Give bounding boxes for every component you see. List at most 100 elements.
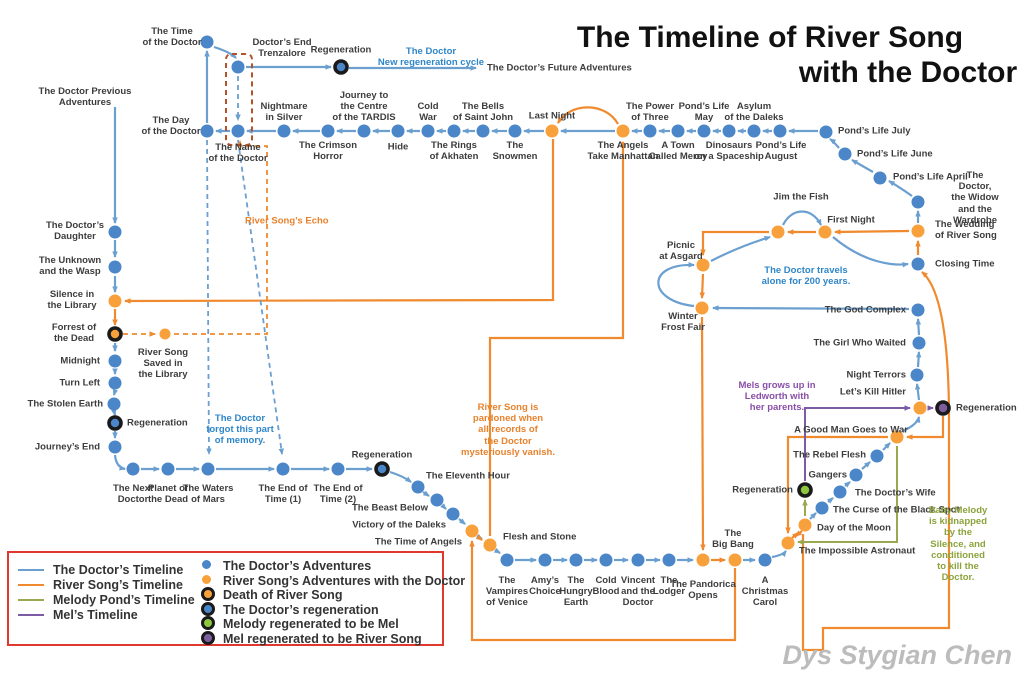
edge-d-36 [915,318,922,336]
edge-d-28 [809,512,817,520]
timeline-nodes [107,35,951,567]
label-pond-s-life-june: Pond’s Life June [857,148,933,160]
node-the-snowmen [508,124,522,138]
legend-line-label-r: River Song’s Timeline [53,578,183,592]
node-jim-the-fish [771,225,785,239]
node-a-town-called-mercy [671,124,685,138]
edge-r-71 [557,106,619,125]
label-the-beast-below: The Beast Below [351,502,428,514]
legend-dot-label-o: River Song’s Adventures with the Doctor [223,573,466,588]
node-cold-war [421,124,435,138]
label-first-night: First Night [827,214,875,226]
node-cold-blood [599,553,613,567]
node-regeneration-mel-to-river [935,400,951,416]
edge-d-35 [915,351,922,368]
page-title-line2: with the Doctor [798,56,1018,89]
label-the-doctor: The Doctor forgot this part of memory. [206,413,274,447]
label-doctor-s-end: Doctor’s End Trenzalore [252,36,312,59]
node-vincent-and-the-doctor [631,553,645,567]
legend-dot-swatch-b [202,560,211,569]
label-jim-the-fish: Jim the Fish [773,191,829,203]
legend-line-sample-r [18,584,44,587]
label-a-town: A Town Called Mercy [648,139,708,162]
node-midnight [108,354,122,368]
label-picnic: Picnic at Asgard [659,239,703,262]
node-the-day-of-the-doctor [200,124,214,138]
node-first-night [818,225,832,239]
edge-m-86 [797,446,898,545]
label-the-rebel-flesh: The Rebel Flesh [793,449,866,461]
label-the-waters: The Waters of Mars [182,482,234,505]
node-flesh-and-stone [483,538,497,552]
label-turn-left: Turn Left [59,377,100,389]
node-dinosaurs-on-a-spaceship [722,124,736,138]
node-lets-kill-hitler [913,401,927,415]
label-let-s-kill-hitler: Let’s Kill Hitler [839,386,906,398]
label-the-crimson: The Crimson Horror [298,139,358,162]
node-a-good-man-goes-to-war [890,430,904,444]
node-journeys-end [108,440,122,454]
label-pond-s-life-july: Pond’s Life July [838,125,911,137]
node-the-impossible-astronaut [781,536,795,550]
node-night-terrors [910,368,924,382]
label-the-unknown: The Unknown and the Wasp [38,254,102,277]
label-asylum: Asylum of the Daleks [724,100,784,123]
node-the-waters-of-mars [201,462,215,476]
edge-d-5 [112,388,119,396]
label-hide: Hide [387,141,409,153]
node-the-pandorica-opens [696,553,710,567]
legend-dot-swatch-ro [201,587,215,601]
legend-dot-swatch-rb [201,601,215,616]
node-victory-of-the-daleks [446,507,460,521]
label-the-doctor: The Doctor New regeneration cycle [377,45,485,68]
edge-db-91 [206,139,212,455]
edge-d-30 [843,481,851,488]
edge-d-65 [213,45,237,59]
edge-d-19 [493,547,501,554]
label-amy-s: Amy’s Choice [529,574,561,597]
node-the-angels-take-manhattan [616,124,630,138]
edge-d-29 [826,497,834,504]
edge-r-81 [785,435,888,534]
node-last-night [545,124,559,138]
label-river-song-is: River Song is pardoned when all records … [461,401,555,458]
label-the-girl-who-waited: The Girl Who Waited [813,337,906,349]
edge-d-15 [422,490,430,497]
label-the-day: The Day of the Doctor [141,114,201,137]
node-regeneration-melody-to-mel [797,482,813,498]
node-picnic-at-asgard [696,258,710,272]
label-pond-s-life: Pond’s Life August [755,139,807,162]
label-silence-in: Silence in the Library [47,288,97,311]
node-the-god-complex [911,303,925,317]
page-title-line1: The Timeline of River Song [576,21,964,54]
label-the-time-of-angels: The Time of Angels [374,536,462,548]
node-ponds-life-august [773,124,787,138]
node-the-doctor-the-widow-and-the-wardrobe [911,195,925,209]
legend-dot-label-rp: Mel regenerated to be River Song [223,631,422,646]
edge-d-39 [710,235,771,262]
label-regeneration: Regeneration [732,484,793,496]
label-forrest-of: Forrest of the Dead [51,321,97,344]
edge-db-92 [237,139,284,455]
label-midnight: Midnight [60,355,100,367]
node-planet-of-the-dead [161,462,175,476]
label-a: A Christmas Carol [741,575,789,609]
node-the-vampires-of-venice [500,553,514,567]
edge-d-38 [657,262,695,308]
label-the: The Big Bang [712,527,754,550]
edge-d-14 [389,470,412,483]
edge-d-16 [440,503,447,510]
legend-line-label-p: Mel’s Timeline [53,608,138,622]
node-the-next-doctor [126,462,140,476]
legend-line-sample-p [18,614,44,617]
label-closing-time: Closing Time [935,258,995,270]
node-the-girl-who-waited [912,336,926,350]
node-regeneration-new-cycle [333,59,349,75]
edge-r-84 [801,271,951,652]
label-the: The Lodger [652,574,686,597]
node-gangers [849,468,863,482]
label-the-doctor-travels: The Doctor travels alone for 200 years. [761,264,851,287]
legend-dot-label-rg: Melody regenerated to be Mel [223,617,399,631]
node-the-end-of-time-1 [276,462,290,476]
